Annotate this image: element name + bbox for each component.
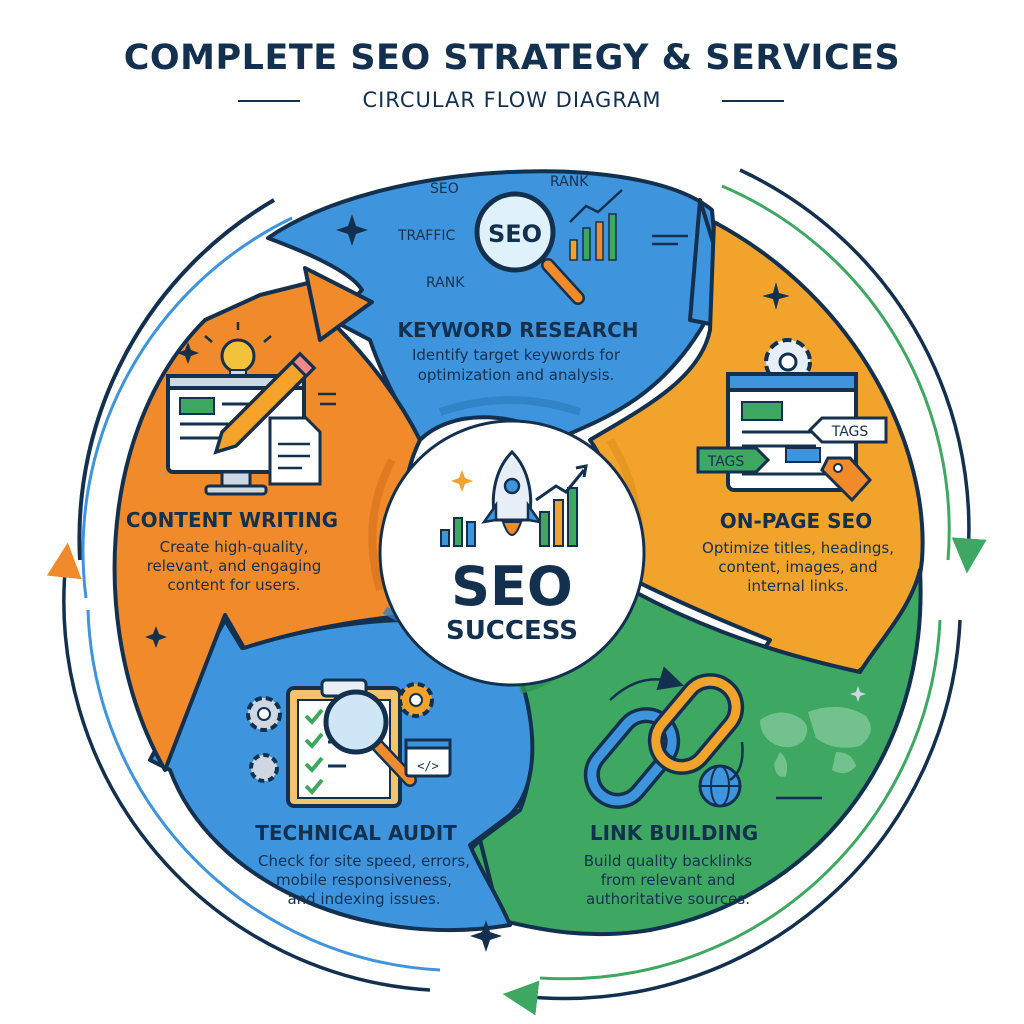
tag-left-label: TAGS xyxy=(707,454,745,470)
sparkle-icon xyxy=(177,342,199,364)
globe-icon xyxy=(698,764,742,808)
keyword-research-desc-line2: optimization and analysis. xyxy=(418,366,615,384)
keyword-research-desc-line1: Identify target keywords for xyxy=(412,346,621,364)
sparkle-icon xyxy=(762,282,790,310)
sparkle-icon xyxy=(470,920,502,952)
sparkle-icon xyxy=(336,214,368,246)
on-page-seo-desc-line1: Optimize titles, headings, xyxy=(702,539,894,557)
bar-chart-icon xyxy=(440,464,588,547)
center-seo-success: SEO SUCCESS xyxy=(378,419,646,687)
rank-bottom-label: RANK xyxy=(426,275,465,291)
keyword-research-title: KEYWORD RESEARCH xyxy=(397,318,638,342)
technical-audit-desc-line1: Check for site speed, errors, xyxy=(258,852,470,870)
link-building-title: LINK BUILDING xyxy=(590,821,758,845)
content-writing-illustration xyxy=(145,322,336,648)
technical-audit-desc-line2: mobile responsiveness, xyxy=(276,871,452,889)
svg-text:</>: </> xyxy=(417,759,439,773)
on-page-seo-desc-line3: internal links. xyxy=(747,577,848,595)
technical-audit-desc-line3: and indexing issues. xyxy=(287,890,440,908)
tag-right-label: TAGS xyxy=(831,424,869,440)
rocket-icon xyxy=(481,449,543,536)
world-map-icon xyxy=(760,706,871,777)
seo-small-label: SEO xyxy=(430,181,459,197)
lens-seo-label: SEO xyxy=(488,220,542,248)
pencil-icon xyxy=(213,351,317,455)
center-seo-text: SEO xyxy=(451,555,573,618)
sparkle-icon xyxy=(850,686,866,702)
center-success-text: SUCCESS xyxy=(446,616,578,646)
link-building-illustration xyxy=(583,666,871,809)
subtitle-left-rule xyxy=(238,100,300,102)
document-icon xyxy=(268,416,322,486)
outer-ring xyxy=(46,168,987,1016)
tag-icon: TAGS TAGS xyxy=(696,416,888,503)
content-writing-title: CONTENT WRITING xyxy=(126,508,338,532)
content-writing-desc-line2: relevant, and engaging xyxy=(147,557,322,575)
code-window-icon: </> xyxy=(404,738,452,778)
keyword-research-illustration: SEO RANK TRAFFIC RANK SEO xyxy=(336,174,688,305)
gear-icon xyxy=(246,682,434,783)
sparkle-icon xyxy=(451,470,473,492)
link-building-desc-line1: Build quality backlinks xyxy=(584,852,753,870)
technical-audit-illustration: </> xyxy=(246,678,502,952)
content-writing-desc-line1: Create high-quality, xyxy=(160,538,309,556)
subtitle-right-rule xyxy=(722,100,784,102)
sparkle-icon xyxy=(145,626,167,648)
technical-audit-title: TECHNICAL AUDIT xyxy=(255,821,457,845)
magnifier-icon: SEO xyxy=(474,191,585,305)
page-subtitle: CIRCULAR FLOW DIAGRAM xyxy=(362,88,662,112)
on-page-seo-desc-line2: content, images, and xyxy=(718,558,877,576)
on-page-seo-title: ON-PAGE SEO xyxy=(720,509,872,533)
chain-link-icon xyxy=(583,673,745,809)
content-writing-desc-line3: content for users. xyxy=(168,576,301,594)
traffic-label: TRAFFIC xyxy=(397,228,456,244)
page-title: COMPLETE SEO STRATEGY & SERVICES xyxy=(123,38,901,78)
magnifier-icon xyxy=(323,689,417,787)
rank-top-label: RANK xyxy=(550,174,589,190)
lightbulb-icon xyxy=(204,322,272,381)
keyword-bar-chart-icon xyxy=(569,189,623,261)
on-page-illustration: TAGS TAGS xyxy=(696,282,888,503)
link-building-desc-line2: from relevant and xyxy=(601,871,736,889)
link-building-desc-line3: authoritative sources. xyxy=(586,890,750,908)
